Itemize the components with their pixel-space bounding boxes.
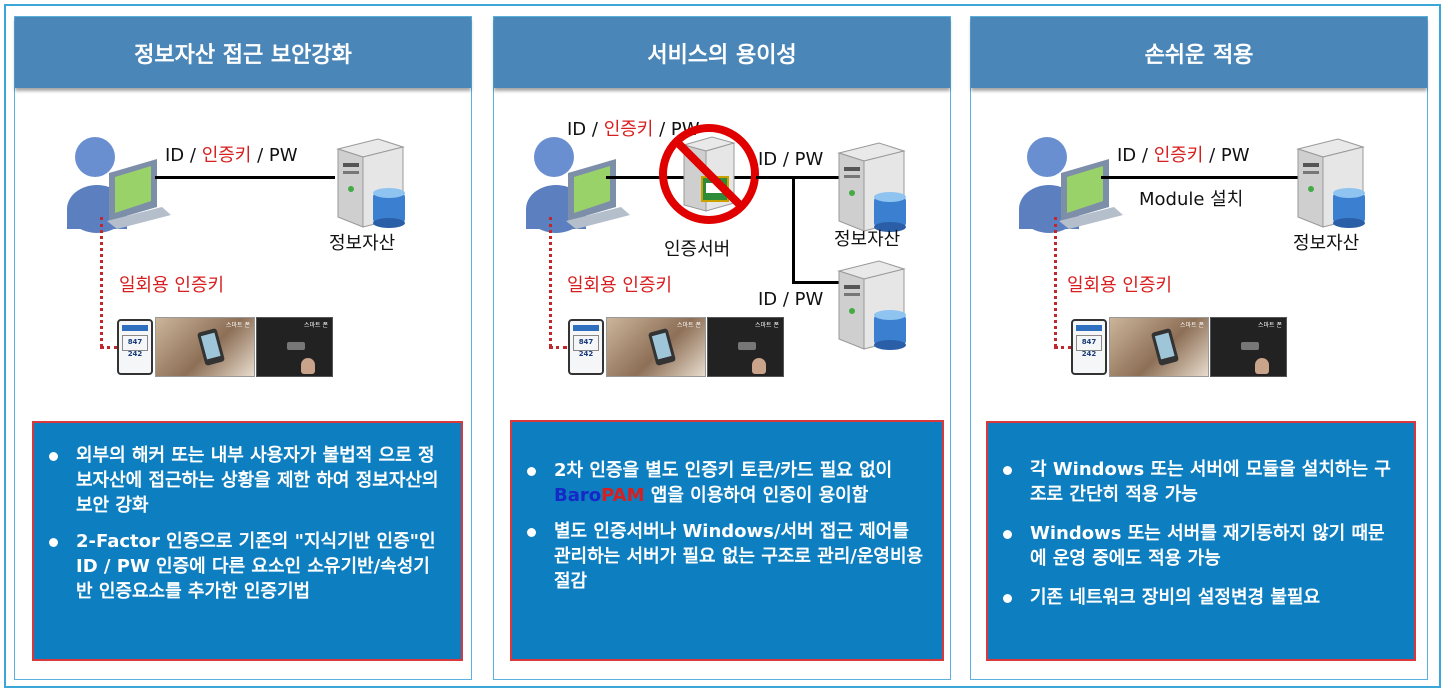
phone-image: 847 242 (117, 319, 153, 375)
otp-dotted-line-h (1054, 346, 1072, 349)
outer-frame (4, 4, 1441, 688)
otp-app-images: 847 242 스마트 폰 스마트 폰 (1071, 317, 1287, 377)
otp-dotted-line (1054, 217, 1057, 347)
brand-baro: Baro (554, 485, 602, 506)
otp-app-images: 847 242 스마트 폰 스마트 폰 (568, 317, 784, 377)
server-label: 정보자산 (329, 233, 396, 254)
description-box: 2차 인증을 별도 인증키 토큰/카드 필요 없이 BaroPAM 앱을 이용하… (510, 420, 944, 661)
server-icon (1297, 138, 1366, 229)
panel-easy-apply: 손쉬운 적용 ID / 인증키 / PW Module 설치 정보자산 일회용 … (970, 16, 1428, 680)
panel-usability: 서비스의 용이성 ID / 인증키 / PW 인증서버 ID / PW ID /… (493, 16, 951, 680)
bullet-item: 기존 네트워크 장비의 설정변경 불필요 (988, 585, 1394, 610)
bullet-item: 별도 인증서버나 Windows/서버 접근 제어를 관리하는 서버가 필요 없… (512, 519, 926, 594)
bullet-item: 외부의 해커 또는 내부 사용자가 불법적 으로 정보자산에 접근하는 상황을 … (34, 443, 439, 518)
bullet-item: 2-Factor 인증으로 기존의 "지식기반 인증"인 ID / PW 인증에… (34, 529, 439, 604)
panel-title: 서비스의 용이성 (494, 17, 950, 88)
server-icon (838, 142, 907, 233)
otp-dotted-line-h (100, 346, 118, 349)
brand-pam: PAM (601, 485, 645, 506)
user-laptop-icon (67, 137, 171, 233)
hand-phone-image: 스마트 폰 (1109, 317, 1209, 377)
otp-dotted-line (100, 217, 103, 347)
bullet-item: 각 Windows 또는 서버에 모듈을 설치하는 구조로 간단히 적용 가능 (988, 457, 1394, 507)
idpw-label: ID / PW (758, 149, 824, 170)
otp-label: 일회용 인증키 (1067, 275, 1173, 296)
connection-line (792, 281, 852, 284)
server-label: 정보자산 (1293, 233, 1360, 254)
phone-image: 847 242 (1071, 319, 1107, 375)
panel-title: 손쉬운 적용 (971, 17, 1427, 88)
module-label: Module 설치 (1139, 189, 1244, 210)
otp-app-images: 847 242 스마트 폰 스마트 폰 (117, 317, 333, 377)
server-icon (838, 260, 907, 351)
otp-label: 일회용 인증키 (119, 275, 225, 296)
user-laptop-icon (526, 137, 630, 233)
connection-line (756, 176, 846, 179)
hand-phone-image: 스마트 폰 (606, 317, 706, 377)
description-box: 외부의 해커 또는 내부 사용자가 불법적 으로 정보자산에 접근하는 상황을 … (32, 421, 463, 661)
auth-server-blocked-icon (659, 124, 759, 224)
branch-line (792, 176, 795, 284)
credential-label: ID / 인증키 / PW (1117, 145, 1250, 166)
bullet-item: 2차 인증을 별도 인증키 토큰/카드 필요 없이 BaroPAM 앱을 이용하… (512, 458, 926, 508)
otp-label: 일회용 인증키 (567, 275, 673, 296)
server-icon (337, 138, 406, 229)
credential-label: ID / 인증키 / PW (165, 145, 298, 166)
hand-phone-image: 스마트 폰 (155, 317, 255, 377)
fingerprint-image: 스마트 폰 (707, 317, 784, 377)
panel-security: 정보자산 접근 보안강화 ID / 인증키 / PW 정보자산 일회용 인증키 … (14, 16, 472, 680)
user-laptop-icon (1019, 137, 1123, 233)
fingerprint-image: 스마트 폰 (1210, 317, 1287, 377)
bullet-item: Windows 또는 서버를 재기동하지 않기 때문에 운영 중에도 적용 가능 (988, 521, 1394, 571)
idpw-label: ID / PW (758, 289, 824, 310)
connection-line (155, 176, 335, 179)
fingerprint-image: 스마트 폰 (256, 317, 333, 377)
phone-image: 847 242 (568, 319, 604, 375)
otp-dotted-line (549, 217, 552, 347)
server-label: 정보자산 (834, 229, 901, 250)
otp-dotted-line-h (549, 346, 567, 349)
panel-title: 정보자산 접근 보안강화 (15, 17, 471, 88)
auth-server-label: 인증서버 (664, 239, 731, 260)
connection-line (1101, 176, 1301, 179)
description-box: 각 Windows 또는 서버에 모듈을 설치하는 구조로 간단히 적용 가능 … (986, 421, 1416, 661)
